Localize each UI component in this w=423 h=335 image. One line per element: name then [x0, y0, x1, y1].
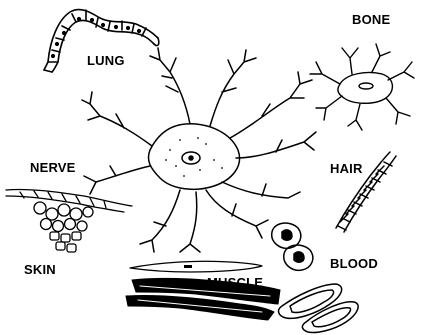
label-muscle: MUSCLE: [207, 276, 263, 289]
label-skin: SKIN: [24, 263, 56, 276]
blood-cells-drawing: [272, 223, 358, 332]
label-nerve: NERVE: [30, 161, 76, 174]
bone-cell-drawing: [310, 44, 414, 130]
label-blood: BLOOD: [330, 257, 378, 270]
label-lung: LUNG: [87, 54, 125, 67]
label-bone: BONE: [352, 13, 390, 26]
label-hair: HAIR: [330, 162, 363, 175]
muscle-cells-drawing: [126, 261, 280, 320]
nerve-cell-drawing: [82, 48, 316, 252]
skin-cells-drawing: [6, 189, 132, 252]
